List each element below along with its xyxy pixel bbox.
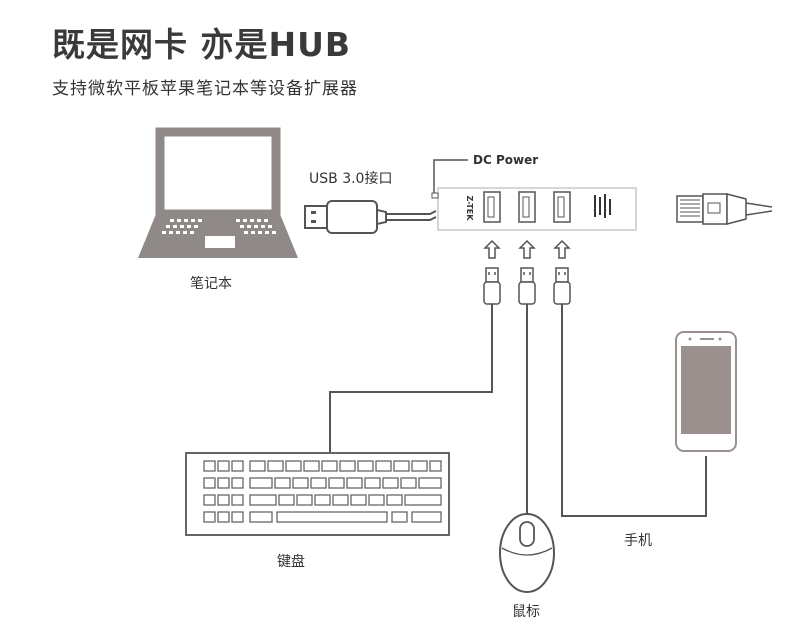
brand-label: Z-TEK bbox=[465, 196, 474, 222]
mouse-icon bbox=[499, 513, 555, 593]
phone-cable bbox=[561, 304, 707, 517]
laptop-label: 笔记本 bbox=[190, 276, 232, 292]
usb-plug-small-icon bbox=[483, 267, 501, 305]
laptop-icon bbox=[138, 127, 298, 258]
dc-power-label: DC Power bbox=[473, 153, 538, 167]
usb-plug-small-icon bbox=[518, 267, 536, 305]
arrow-up-icon bbox=[518, 239, 536, 259]
keyboard-label: 键盘 bbox=[277, 553, 305, 570]
arrow-up-icon bbox=[483, 239, 501, 259]
usb-plug-icon bbox=[304, 200, 437, 234]
phone-icon bbox=[675, 331, 737, 452]
mouse-label: 鼠标 bbox=[512, 604, 540, 620]
dc-power-leader bbox=[433, 159, 468, 194]
keyboard-icon bbox=[185, 452, 450, 536]
usb-hub-device bbox=[431, 187, 637, 231]
hub-spec-marks bbox=[594, 194, 611, 218]
usb-port-3 bbox=[553, 191, 571, 223]
usb-port-2 bbox=[518, 191, 536, 223]
usb-plug-small-icon bbox=[553, 267, 571, 305]
usb-port-1 bbox=[483, 191, 501, 223]
usb-port-label: USB 3.0接口 bbox=[309, 170, 392, 187]
phone-label: 手机 bbox=[624, 533, 652, 549]
arrow-up-icon bbox=[553, 239, 571, 259]
page-title: 既是网卡 亦是HUB bbox=[52, 25, 352, 64]
page-subtitle: 支持微软平板苹果笔记本等设备扩展器 bbox=[52, 79, 358, 99]
keyboard-cable bbox=[329, 304, 493, 452]
ethernet-plug-icon bbox=[676, 193, 773, 225]
